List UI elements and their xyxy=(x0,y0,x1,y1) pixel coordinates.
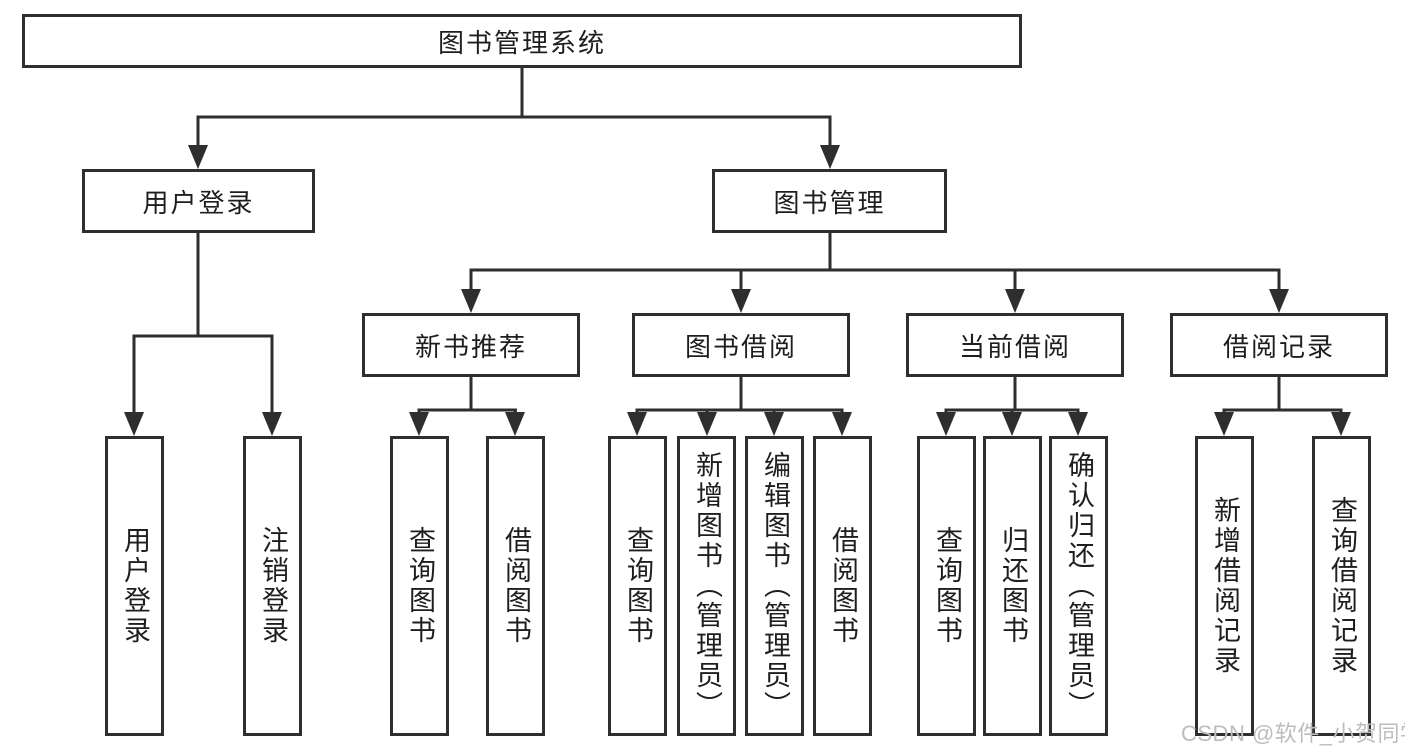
leaf-query-books-recommend: 查询图书 xyxy=(390,436,449,736)
connector-bookmgmt-to-level3 xyxy=(469,233,1281,292)
arrowhead xyxy=(731,289,751,313)
node-root: 图书管理系统 xyxy=(22,14,1022,68)
node-book-borrow: 图书借阅 xyxy=(632,313,850,377)
arrowhead xyxy=(409,412,429,436)
arrowhead xyxy=(832,412,852,436)
arrowhead xyxy=(1214,412,1234,436)
node-current-borrow: 当前借阅 xyxy=(906,313,1124,377)
node-book-management: 图书管理 xyxy=(712,169,947,233)
leaf-query-books-borrow: 查询图书 xyxy=(608,436,667,736)
node-new-book-recommend: 新书推荐 xyxy=(362,313,580,377)
leaf-add-borrow-record: 新增借阅记录 xyxy=(1195,436,1254,736)
connector-root-to-level2 xyxy=(196,68,832,148)
connector-borrowrecord-to-leaves xyxy=(1222,377,1343,416)
leaf-query-books-current: 查询图书 xyxy=(917,436,976,736)
leaf-borrow-books: 借阅图书 xyxy=(813,436,872,736)
node-borrow-record: 借阅记录 xyxy=(1170,313,1388,377)
arrowhead xyxy=(1002,412,1022,436)
leaf-confirm-return-admin: 确认归还（管理员） xyxy=(1049,436,1108,736)
arrowhead xyxy=(697,412,717,436)
arrowhead xyxy=(1331,412,1351,436)
connector-bookborrow-to-leaves xyxy=(635,377,844,416)
leaf-logout: 注销登录 xyxy=(243,436,302,736)
arrowhead xyxy=(936,412,956,436)
arrowhead xyxy=(505,412,525,436)
arrowhead xyxy=(262,412,282,436)
arrowhead xyxy=(124,412,144,436)
arrowhead xyxy=(1068,412,1088,436)
arrowhead xyxy=(627,412,647,436)
leaf-borrow-books-recommend: 借阅图书 xyxy=(486,436,545,736)
watermark: CSDN @软件_小贺同学 xyxy=(1181,721,1405,746)
node-user-login: 用户登录 xyxy=(82,169,315,233)
arrowheads xyxy=(124,145,1351,436)
connector-newbookrec-to-leaves xyxy=(417,377,517,416)
leaf-user-login: 用户登录 xyxy=(105,436,164,736)
arrowhead xyxy=(1269,289,1289,313)
leaf-add-books-admin: 新增图书（管理员） xyxy=(677,436,736,736)
leaf-edit-books-admin: 编辑图书（管理员） xyxy=(745,436,804,736)
arrowhead xyxy=(461,289,481,313)
leaf-return-books: 归还图书 xyxy=(983,436,1042,736)
arrowhead xyxy=(188,145,208,169)
arrowhead xyxy=(1005,289,1025,313)
connector-userlogin-to-leaves xyxy=(132,233,274,415)
arrowhead xyxy=(764,412,784,436)
leaf-query-borrow-record: 查询借阅记录 xyxy=(1312,436,1371,736)
connector-currentborrow-to-leaves xyxy=(944,377,1080,416)
arrowhead xyxy=(820,145,840,169)
